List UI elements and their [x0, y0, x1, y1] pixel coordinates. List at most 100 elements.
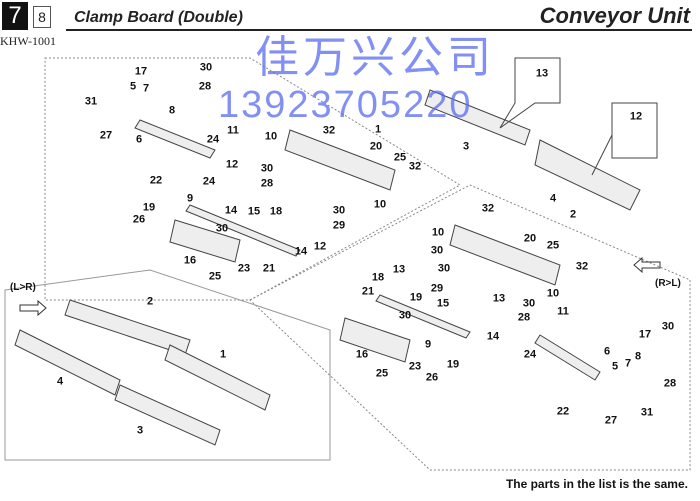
part-number-label: 13: [535, 67, 549, 80]
part-number-label: 20: [523, 232, 537, 245]
callout-13: [499, 57, 561, 129]
part-number-label: 2: [146, 295, 154, 308]
part-number-label: 31: [84, 95, 98, 108]
arrow-left-icon: [633, 256, 661, 274]
part-number-label: 26: [425, 371, 439, 384]
part-number-label: 6: [603, 345, 611, 358]
shaft-15b: [375, 294, 471, 339]
ll-assembly-1: [164, 344, 271, 411]
plate-16: [169, 219, 241, 263]
part-number-label: 30: [437, 262, 451, 275]
part-number-label: 19: [446, 358, 460, 371]
callout-12: [591, 102, 658, 176]
next-section-tab[interactable]: 8: [33, 6, 51, 28]
part-number-label: 12: [225, 158, 239, 171]
arrow-right-icon: [19, 299, 47, 317]
part-number-label: 32: [481, 202, 495, 215]
part-number-label: 31: [640, 406, 654, 419]
direction-l-to-r: (L>R): [10, 282, 36, 293]
assembly-3: [424, 89, 531, 146]
part-number-label: 28: [198, 80, 212, 93]
header-rule: [66, 29, 692, 31]
part-number-label: 16: [183, 254, 197, 267]
part-number-label: 8: [168, 104, 176, 117]
model-number: KHW-1001: [0, 34, 56, 48]
part-number-label: 4: [56, 375, 64, 388]
footer-note: The parts in the list is the same.: [505, 477, 688, 491]
plate-16b: [339, 317, 411, 363]
part-number-label: 15: [436, 297, 450, 310]
part-number-label: 32: [408, 160, 422, 173]
part-number-label: 1: [219, 348, 227, 361]
part-number-label: 22: [556, 405, 570, 418]
part-number-label: 32: [575, 260, 589, 273]
part-number-label: 30: [661, 320, 675, 333]
clamp-board-1: [284, 129, 396, 191]
page-title: Clamp Board (Double): [74, 9, 243, 26]
part-number-label: 25: [546, 239, 560, 252]
part-number-label: 11: [557, 305, 569, 318]
part-number-label: 9: [424, 338, 432, 351]
part-number-label: 1: [374, 123, 382, 136]
part-number-label: 30: [398, 309, 412, 322]
part-number-label: 28: [260, 177, 274, 190]
clamp-board-2: [449, 224, 561, 286]
ll-assembly-3: [114, 384, 221, 446]
part-number-label: 18: [371, 271, 385, 284]
part-number-label: 30: [199, 61, 213, 74]
part-number-label: 8: [634, 350, 642, 363]
part-number-label: 21: [262, 262, 276, 275]
group-outlines: [4, 57, 691, 471]
part-number-label: 32: [322, 124, 336, 137]
part-number-label: 25: [375, 367, 389, 380]
part-number-label: 24: [206, 133, 220, 146]
part-number-label: 15: [247, 205, 261, 218]
callout-boxes: [499, 57, 658, 176]
part-number-label: 10: [373, 198, 387, 211]
part-number-label: 28: [517, 311, 531, 324]
part-number-label: 17: [134, 65, 148, 78]
part-number-label: 12: [313, 240, 327, 253]
part-number-label: 25: [393, 151, 407, 164]
part-number-label: 30: [260, 162, 274, 175]
part-number-label: 5: [611, 360, 619, 373]
part-number-label: 14: [486, 330, 500, 343]
part-number-label: 26: [132, 213, 146, 226]
part-number-label: 19: [142, 201, 156, 214]
part-number-label: 14: [224, 204, 238, 217]
part-number-label: 30: [430, 244, 444, 257]
part-number-label: 9: [186, 192, 194, 205]
part-number-label: 27: [99, 129, 113, 142]
part-number-label: 23: [237, 262, 251, 275]
part-number-label: 10: [546, 287, 560, 300]
part-number-label: 27: [604, 414, 618, 427]
part-number-label: 20: [369, 140, 383, 153]
part-number-label: 12: [629, 110, 643, 123]
part-number-label: 5: [129, 80, 137, 93]
part-number-label: 28: [663, 377, 677, 390]
part-number-label: 13: [492, 292, 506, 305]
part-number-label: 4: [549, 192, 557, 205]
part-number-label: 14: [294, 245, 308, 258]
part-number-label: 10: [264, 130, 278, 143]
part-number-label: 11: [227, 124, 239, 137]
part-number-label: 10: [431, 226, 445, 239]
direction-r-to-l: (R>L): [655, 278, 681, 289]
part-number-label: 13: [392, 263, 406, 276]
ll-assembly-4: [14, 329, 121, 396]
part-number-label: 3: [136, 424, 144, 437]
cylinder-11: [134, 119, 216, 159]
part-number-label: 7: [142, 82, 150, 95]
cylinder-11b: [534, 334, 601, 381]
part-number-label: 18: [269, 205, 283, 218]
part-number-label: 23: [408, 360, 422, 373]
unit-title: Conveyor Unit: [539, 3, 690, 28]
part-number-label: 29: [332, 219, 346, 232]
part-number-label: 25: [208, 270, 222, 283]
assembly-4: [534, 139, 641, 211]
lower-left-outline: [4, 269, 331, 461]
part-number-label: 30: [332, 204, 346, 217]
part-number-label: 21: [361, 285, 375, 298]
part-number-label: 3: [462, 140, 470, 153]
